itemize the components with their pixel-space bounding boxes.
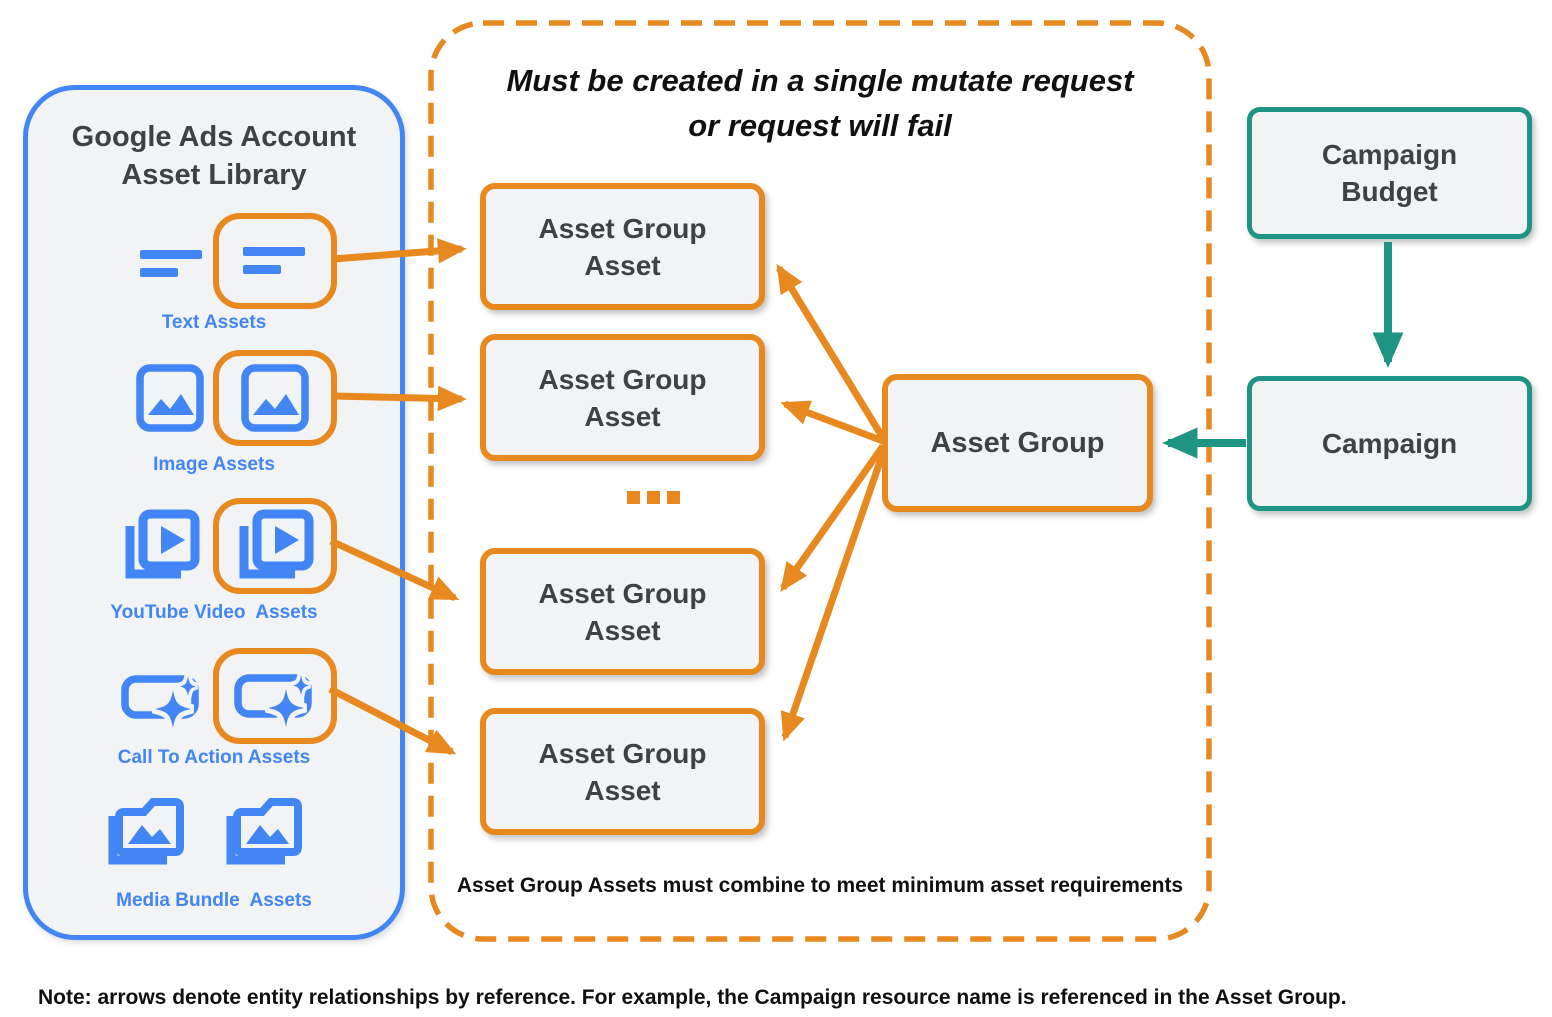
asset-group-node: Asset Group (882, 374, 1153, 512)
call-to-action-asset-icon (121, 674, 199, 729)
image-asset-selected-box (213, 350, 337, 446)
youtube-video-asset-icon (125, 509, 200, 579)
node-label: Budget (1341, 176, 1438, 207)
node-label: Asset (584, 249, 661, 281)
ellipsis-dot (627, 491, 640, 504)
node-label: Asset Group (538, 577, 707, 609)
image-asset-icon (136, 364, 204, 432)
text-asset-selected-box (213, 213, 337, 309)
ellipsis-dots (627, 491, 680, 504)
asset-library-title: Google Ads Account Asset Library (28, 118, 400, 194)
youtube-video-asset-icon (239, 509, 314, 579)
campaign-node: Campaign (1247, 376, 1532, 511)
mutate-warning-line1: Must be created in a single mutate reque… (506, 63, 1134, 98)
text-asset-icon (243, 247, 305, 274)
node-label: Asset Group (538, 737, 707, 769)
media-bundle-asset-icon (226, 798, 302, 865)
image-assets-label: Image Assets (153, 454, 275, 475)
node-label: Campaign (1321, 139, 1458, 170)
reference-note: Note: arrows denote entity relationships… (38, 986, 1347, 1009)
asset-group-asset-node-1: Asset Group Asset (480, 183, 765, 310)
asset-library-panel: Google Ads Account Asset Library Text As… (23, 85, 405, 940)
node-label: Asset Group (538, 212, 707, 244)
node-label: Asset (584, 400, 661, 432)
text-assets-label: Text Assets (161, 312, 267, 333)
image-asset-icon (241, 364, 309, 432)
call-to-action-assets-label: Call To Action Assets (117, 747, 311, 768)
asset-group-asset-node-4: Asset Group Asset (480, 708, 765, 835)
media-bundle-asset-icon (108, 798, 184, 865)
mutate-warning-line2: or request will fail (688, 108, 952, 143)
node-label: Asset (584, 614, 661, 646)
mutate-warning-title: Must be created in a single mutate reque… (428, 58, 1212, 148)
node-label: Campaign (1321, 428, 1458, 459)
node-label: Asset Group (930, 426, 1105, 459)
youtube-video-asset-selected-box (213, 498, 337, 594)
asset-library-title-line1: Google Ads Account (71, 121, 357, 153)
asset-group-asset-node-3: Asset Group Asset (480, 548, 765, 675)
asset-group-asset-node-2: Asset Group Asset (480, 334, 765, 461)
node-label: Asset Group (538, 363, 707, 395)
ellipsis-dot (667, 491, 680, 504)
campaign-budget-node: Campaign Budget (1247, 107, 1532, 239)
call-to-action-asset-icon (234, 673, 312, 728)
youtube-video-assets-label: YouTube Video Assets (110, 602, 318, 623)
call-to-action-asset-selected-box (213, 648, 337, 744)
minimum-requirements-caption: Asset Group Assets must combine to meet … (456, 874, 1184, 897)
asset-library-title-line2: Asset Library (121, 159, 307, 191)
ellipsis-dot (647, 491, 660, 504)
node-label: Asset (584, 774, 661, 806)
media-bundle-assets-label: Media Bundle Assets (116, 890, 312, 911)
text-asset-icon (140, 250, 202, 277)
